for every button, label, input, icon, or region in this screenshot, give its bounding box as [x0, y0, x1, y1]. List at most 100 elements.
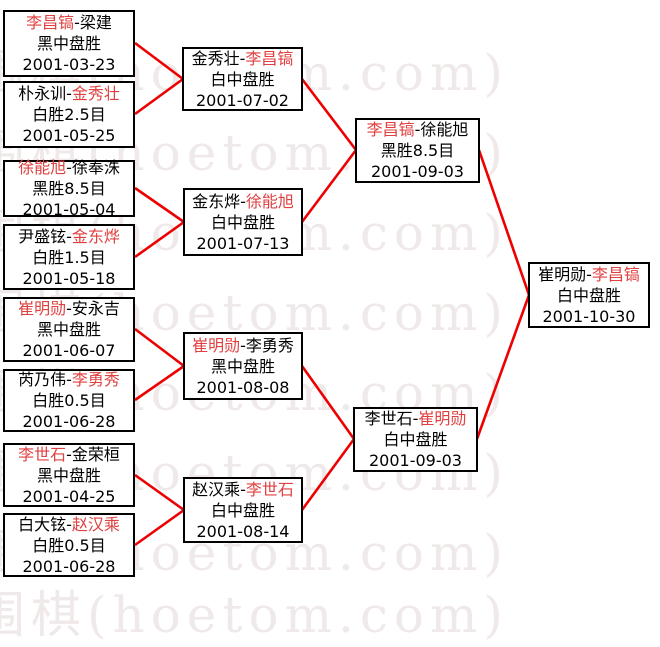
- player1-name: 朴永训: [18, 84, 67, 103]
- player2-name: 李昌镐: [245, 48, 294, 68]
- match-result: 白中盘胜: [210, 500, 275, 520]
- match-box: 李世石-金荣桓 黑中盘胜 2001-04-25: [3, 443, 135, 507]
- player2-name: 赵汉乘: [71, 514, 120, 534]
- match-players: 崔明勋-李勇秀: [185, 335, 301, 356]
- match-date: 2001-04-25: [22, 486, 116, 506]
- match-players: 李昌镐-梁建: [5, 12, 133, 33]
- player2-name: 李勇秀: [245, 335, 294, 355]
- match-result: 白中盘胜: [556, 285, 621, 305]
- player1-name: 金秀壮: [191, 48, 240, 68]
- player1-name: 李世石: [18, 444, 67, 464]
- match-date: 2001-09-03: [371, 162, 464, 181]
- vs-dash: -: [66, 158, 72, 177]
- match-players: 白大铉-赵汉乘: [5, 514, 133, 535]
- match-date: 2001-05-25: [22, 126, 116, 145]
- match-players: 金秀壮-李昌镐: [184, 48, 301, 69]
- match-box: 李昌镐-梁建 黑中盘胜 2001-03-23: [3, 10, 135, 77]
- vs-dash: -: [66, 444, 72, 464]
- match-result: 白中盘胜: [210, 69, 275, 89]
- player1-name: 李世石: [364, 409, 413, 428]
- match-result: 白中盘胜: [383, 430, 448, 449]
- match-players: 金东烨-徐能旭: [185, 191, 301, 212]
- vs-dash: -: [240, 335, 246, 355]
- match-result: 黑胜8.5目: [32, 179, 106, 198]
- player1-name: 尹盛铉: [18, 226, 67, 246]
- match-box: 崔明勋-安永吉 黑中盘胜 2001-06-07: [3, 297, 135, 362]
- match-result: 白胜1.5目: [32, 247, 106, 267]
- match-players: 朴永训-金秀壮: [5, 83, 133, 104]
- match-box: 朴永训-金秀壮 白胜2.5目 2001-05-25: [3, 81, 135, 148]
- player2-name: 金东烨: [71, 226, 120, 246]
- vs-dash: -: [239, 48, 246, 68]
- match-date: 2001-03-23: [22, 55, 116, 74]
- bracket-connector-lines: [134, 41, 531, 547]
- match-players: 李世石-金荣桓: [5, 444, 133, 465]
- vs-dash: -: [414, 120, 421, 139]
- match-players: 赵汉乘-李世石: [185, 479, 301, 500]
- match-box: 李世石-崔明勋 白中盘胜 2001-09-03: [353, 407, 478, 472]
- match-box-final: 崔明勋-李昌镐 白中盘胜 2001-10-30: [528, 262, 650, 328]
- match-players: 崔明勋-安永吉: [5, 298, 133, 319]
- player1-name: 赵汉乘: [192, 479, 241, 499]
- match-players: 李昌镐-徐能旭: [357, 119, 478, 140]
- player1-name: 李昌镐: [26, 13, 75, 32]
- player2-name: 金荣桓: [71, 444, 120, 464]
- match-date: 2001-06-28: [22, 412, 116, 431]
- match-players: 尹盛铉-金东烨: [5, 226, 133, 247]
- vs-dash: -: [586, 264, 592, 284]
- match-box: 金秀壮-李昌镐 白中盘胜 2001-07-02: [182, 47, 303, 111]
- player1-name: 芮乃伟: [18, 370, 67, 389]
- vs-dash: -: [240, 479, 246, 499]
- match-date: 2001-08-14: [196, 521, 290, 541]
- player2-name: 徐能旭: [420, 120, 469, 139]
- match-result: 黑中盘胜: [36, 34, 101, 53]
- match-date: 2001-05-18: [22, 268, 116, 288]
- player1-name: 白大铉: [18, 514, 67, 534]
- match-result: 白胜0.5目: [32, 535, 106, 555]
- match-box: 崔明勋-李勇秀 黑中盘胜 2001-08-08: [183, 332, 303, 400]
- match-box: 李昌镐-徐能旭 黑胜8.5目 2001-09-03: [355, 118, 480, 183]
- match-date: 2001-09-03: [369, 451, 462, 470]
- player2-name: 梁建: [79, 13, 112, 32]
- player1-name: 徐能旭: [18, 158, 67, 177]
- player2-name: 安永吉: [71, 299, 120, 318]
- match-result: 黑中盘胜: [36, 320, 101, 339]
- player2-name: 李世石: [245, 479, 294, 499]
- player1-name: 李昌镐: [366, 120, 415, 139]
- vs-dash: -: [66, 514, 72, 534]
- vs-dash: -: [66, 84, 72, 103]
- match-date: 2001-08-08: [196, 377, 290, 397]
- player1-name: 金东烨: [192, 191, 241, 211]
- match-result: 白胜2.5目: [32, 105, 106, 124]
- match-date: 2001-10-30: [542, 306, 636, 326]
- match-date: 2001-06-28: [22, 556, 116, 576]
- match-result: 白中盘胜: [210, 212, 275, 232]
- player1-name: 崔明勋: [192, 335, 241, 355]
- match-box: 芮乃伟-李勇秀 白胜0.5目 2001-06-28: [3, 369, 135, 432]
- match-players: 芮乃伟-李勇秀: [5, 369, 133, 390]
- match-result: 黑胜8.5目: [380, 141, 455, 160]
- match-date: 2001-06-07: [22, 341, 116, 360]
- match-box: 赵汉乘-李世石 白中盘胜 2001-08-14: [183, 477, 303, 543]
- player1-name: 崔明勋: [538, 264, 587, 284]
- match-result: 黑中盘胜: [210, 356, 275, 376]
- match-box: 金东烨-徐能旭 白中盘胜 2001-07-13: [183, 188, 303, 256]
- vs-dash: -: [66, 299, 72, 318]
- player2-name: 崔明勋: [418, 409, 467, 428]
- vs-dash: -: [66, 370, 72, 389]
- vs-dash: -: [240, 191, 246, 211]
- match-box: 徐能旭-徐奉洙 黑胜8.5目 2001-05-04: [3, 157, 135, 219]
- match-box: 尹盛铉-金东烨 白胜1.5目 2001-05-18: [3, 224, 135, 290]
- match-date: 2001-07-02: [196, 90, 289, 110]
- match-date: 2001-07-13: [196, 233, 290, 253]
- player2-name: 李昌镐: [591, 264, 640, 284]
- player2-name: 徐能旭: [245, 191, 294, 211]
- player2-name: 李勇秀: [71, 370, 120, 389]
- player2-name: 金秀壮: [71, 84, 120, 103]
- match-players: 徐能旭-徐奉洙: [5, 157, 133, 178]
- vs-dash: -: [74, 13, 80, 32]
- player2-name: 徐奉洙: [71, 158, 120, 177]
- match-box: 白大铉-赵汉乘 白胜0.5目 2001-06-28: [3, 513, 135, 577]
- vs-dash: -: [412, 409, 419, 428]
- match-result: 白胜0.5目: [32, 391, 106, 410]
